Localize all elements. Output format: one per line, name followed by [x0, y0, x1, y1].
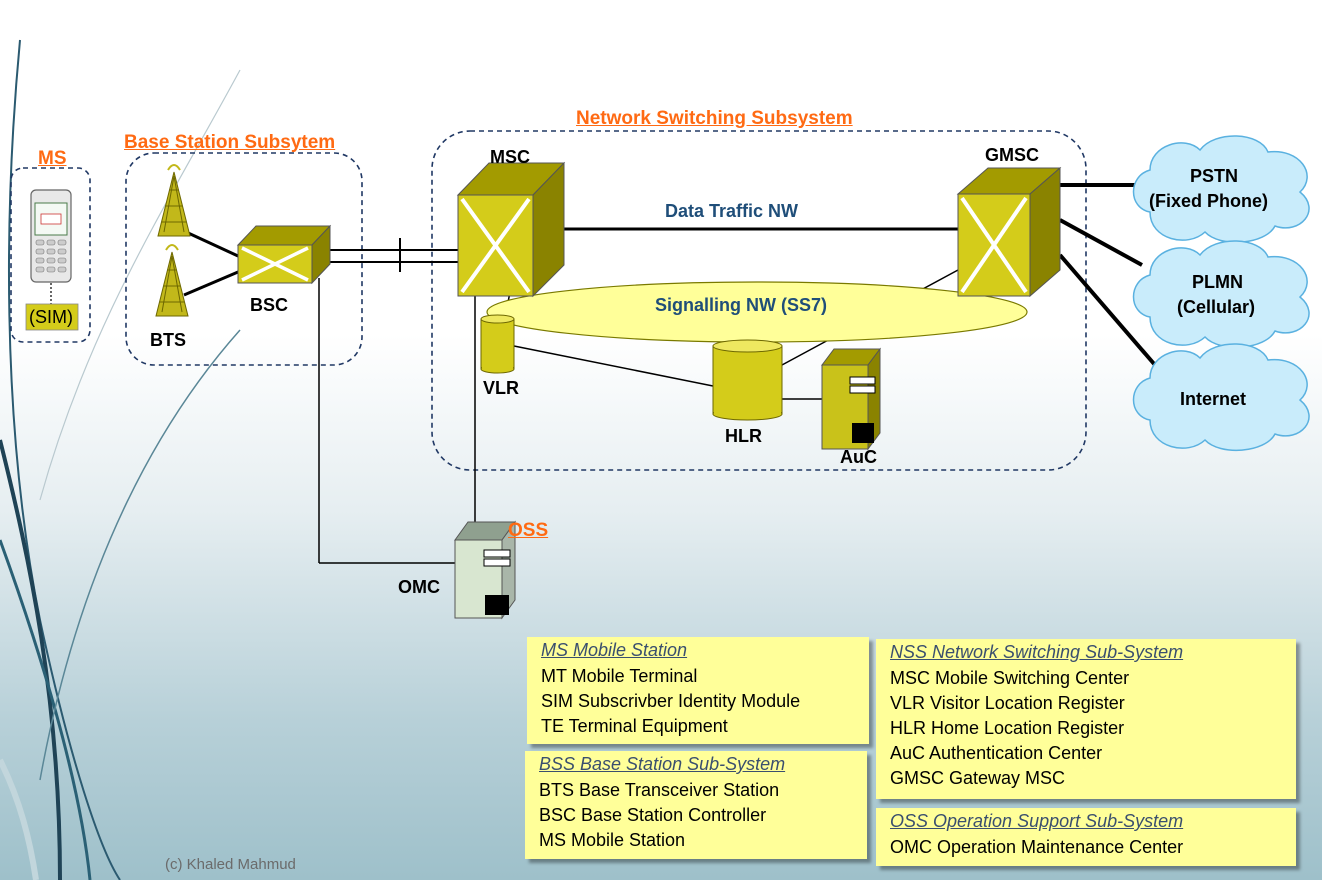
- legend-oss: OSS Operation Support Sub-System OMC Ope…: [876, 808, 1296, 866]
- oss-group-title: OSS: [508, 520, 549, 541]
- hlr-database-icon: [712, 339, 783, 421]
- legend-row: AuC Authentication Center: [890, 743, 1103, 763]
- pstn-sub-label: (Fixed Phone): [1149, 191, 1269, 211]
- internet-label: Internet: [1180, 389, 1247, 409]
- legend-bss-header: BSS Base Station Sub-System: [539, 754, 786, 774]
- legend-row: HLR Home Location Register: [890, 718, 1125, 738]
- legend-row: BSC Base Station Controller: [539, 805, 767, 825]
- decorative-swoosh: [0, 39, 241, 880]
- signalling-label: Signalling NW (SS7): [655, 295, 828, 315]
- legend-row: BTS Base Transceiver Station: [539, 780, 780, 800]
- hlr-label: HLR: [725, 426, 762, 446]
- bss-group-title: Base Station Subsytem: [124, 132, 336, 153]
- pstn-label: PSTN: [1190, 166, 1239, 186]
- sim-label: (SIM): [29, 307, 73, 327]
- bts-label: BTS: [150, 330, 186, 350]
- plmn-label: PLMN: [1192, 272, 1243, 292]
- ms-group-box: [10, 167, 91, 343]
- nss-group-box: [431, 130, 1087, 471]
- vlr-database-icon: [480, 314, 515, 374]
- plmn-sub-label: (Cellular): [1177, 297, 1256, 317]
- legend-ms-header: MS Mobile Station: [541, 640, 688, 660]
- bsc-switch-icon: [236, 224, 332, 285]
- legend-row: MS Mobile Station: [539, 830, 686, 850]
- legend-row: MSC Mobile Switching Center: [890, 668, 1130, 688]
- legend-nss: NSS Network Switching Sub-System MSC Mob…: [876, 639, 1296, 799]
- ms-group-title: MS: [38, 148, 67, 169]
- omc-label: OMC: [398, 577, 440, 597]
- legend-row: GMSC Gateway MSC: [890, 768, 1066, 788]
- bss-group-box: [125, 152, 363, 366]
- bsc-label: BSC: [250, 295, 289, 315]
- mobile-phone-icon: [30, 189, 72, 304]
- legend-bss: BSS Base Station Sub-System BTS Base Tra…: [525, 751, 867, 859]
- copyright-text: (c) Khaled Mahmud: [165, 856, 296, 873]
- legend-row: VLR Visitor Location Register: [890, 693, 1125, 713]
- msc-switch-icon: [456, 161, 566, 298]
- data-traffic-label: Data Traffic NW: [665, 201, 799, 221]
- auc-server-icon: [821, 347, 881, 451]
- bts-antenna-icon: [155, 244, 189, 317]
- legend-row: TE Terminal Equipment: [541, 716, 728, 736]
- sim-box: [25, 303, 79, 331]
- gmsc-switch-icon: [956, 166, 1062, 298]
- vlr-label: VLR: [483, 378, 519, 398]
- omc-server-icon: [454, 520, 516, 620]
- bts-antenna-icon: [157, 164, 191, 237]
- nss-group-title: Network Switching Subsystem: [576, 108, 853, 129]
- legend-nss-header: NSS Network Switching Sub-System: [890, 642, 1184, 662]
- msc-label: MSC: [490, 147, 530, 167]
- legend-ms: MS Mobile Station MT Mobile Terminal SIM…: [527, 637, 869, 744]
- legend-row: MT Mobile Terminal: [541, 666, 698, 686]
- gmsc-label: GMSC: [985, 145, 1039, 165]
- legend-row: SIM Subscrivber Identity Module: [541, 691, 801, 711]
- legend-oss-header: OSS Operation Support Sub-System: [890, 811, 1184, 831]
- legend-row: OMC Operation Maintenance Center: [890, 837, 1184, 857]
- cloud-shape: [1132, 135, 1310, 452]
- auc-label: AuC: [840, 447, 877, 467]
